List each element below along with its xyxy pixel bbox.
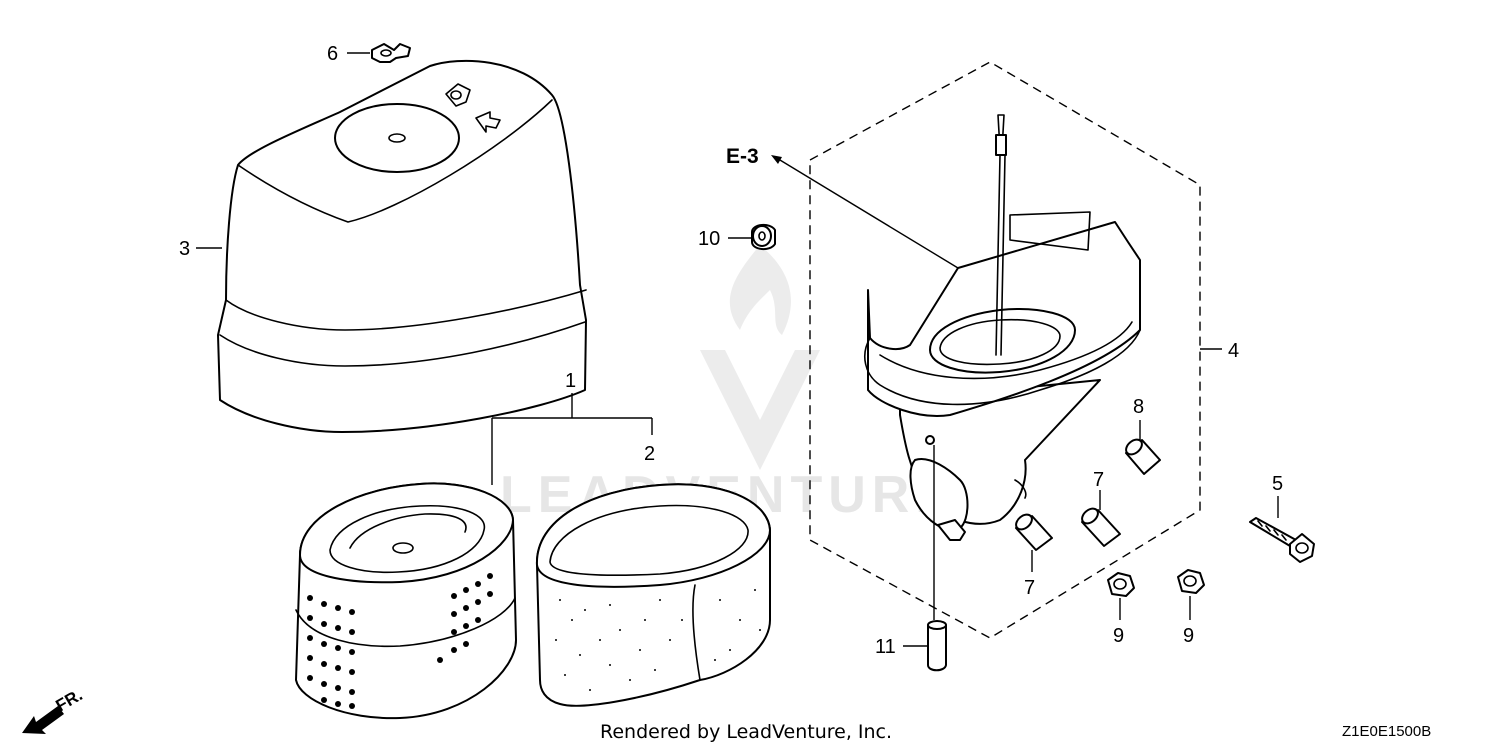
foam-texture (555, 589, 761, 691)
part-9a-flange-nut[interactable] (1107, 572, 1135, 597)
label-9b: 9 (1183, 625, 1194, 647)
filter-perforations (307, 573, 493, 709)
label-6: 6 (327, 43, 338, 65)
label-4: 4 (1228, 340, 1239, 362)
label-9a: 9 (1113, 625, 1124, 647)
part-4-cleaner-case[interactable] (864, 114, 1141, 541)
part-9b-flange-nut[interactable] (1177, 569, 1205, 594)
part-6-wing-nut[interactable] (371, 43, 411, 63)
label-10: 10 (698, 228, 720, 250)
reference-arrow (771, 155, 959, 269)
part-7a-collar[interactable] (1013, 512, 1053, 551)
part-2-foam-filter[interactable] (535, 483, 771, 707)
part-10-grommet[interactable] (751, 224, 776, 250)
reference-e3[interactable]: E-3 (726, 145, 759, 168)
part-1-filter-element[interactable] (295, 482, 517, 720)
label-2: 2 (644, 443, 655, 465)
label-5: 5 (1272, 473, 1283, 495)
label-3: 3 (179, 238, 190, 260)
part-11-drain-tube[interactable] (927, 445, 947, 672)
part-8-collar[interactable] (1123, 437, 1161, 475)
part-3-cleaner-cover[interactable] (217, 59, 587, 433)
front-arrow-icon: FR. (22, 685, 86, 734)
label-11: 11 (875, 636, 896, 658)
label-7a: 7 (1024, 577, 1035, 599)
part-5-bolt[interactable] (1249, 517, 1315, 563)
part-7b-collar[interactable] (1079, 506, 1121, 547)
label-7b: 7 (1093, 469, 1104, 491)
label-8: 8 (1133, 396, 1144, 418)
footer-credit: Rendered by LeadVenture, Inc. (600, 721, 892, 743)
label-1: 1 (565, 370, 576, 392)
part-1-leader (491, 393, 653, 485)
diagram-code: Z1E0E1500B (1342, 723, 1431, 740)
part-4-assembly-outline (809, 61, 1222, 639)
